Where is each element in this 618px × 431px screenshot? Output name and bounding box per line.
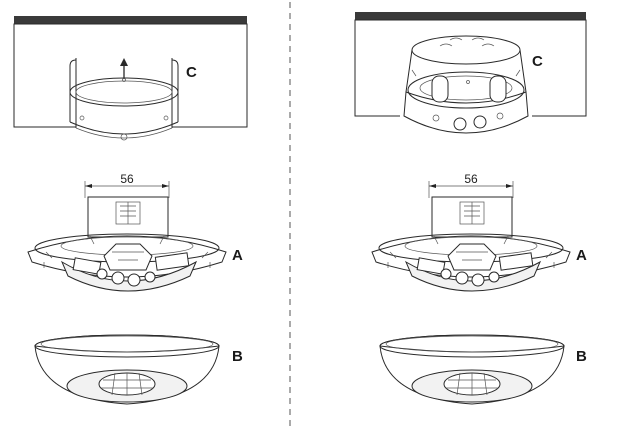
right-cover-label: B (576, 348, 587, 365)
right-sensor-base (371, 196, 571, 292)
right-base-label: A (576, 247, 587, 264)
left-dimension-value: 56 (120, 172, 134, 186)
left-sensor-base (27, 196, 227, 292)
arrow-up-icon (120, 58, 128, 78)
left-sensor-cover (34, 334, 220, 405)
left-flush-box (69, 56, 179, 141)
left-panel: C 56 (13, 16, 248, 405)
right-dimension: 56 (428, 172, 514, 198)
left-box-label: C (186, 64, 197, 81)
right-box-label: C (532, 53, 543, 70)
right-panel: C 56 (354, 12, 587, 405)
right-sensor-cover (379, 334, 565, 405)
right-dimension-value: 56 (464, 172, 478, 186)
right-surface-box (400, 28, 532, 148)
left-cover-label: B (232, 348, 243, 365)
left-dimension: 56 (84, 172, 170, 198)
left-base-label: A (232, 247, 243, 264)
